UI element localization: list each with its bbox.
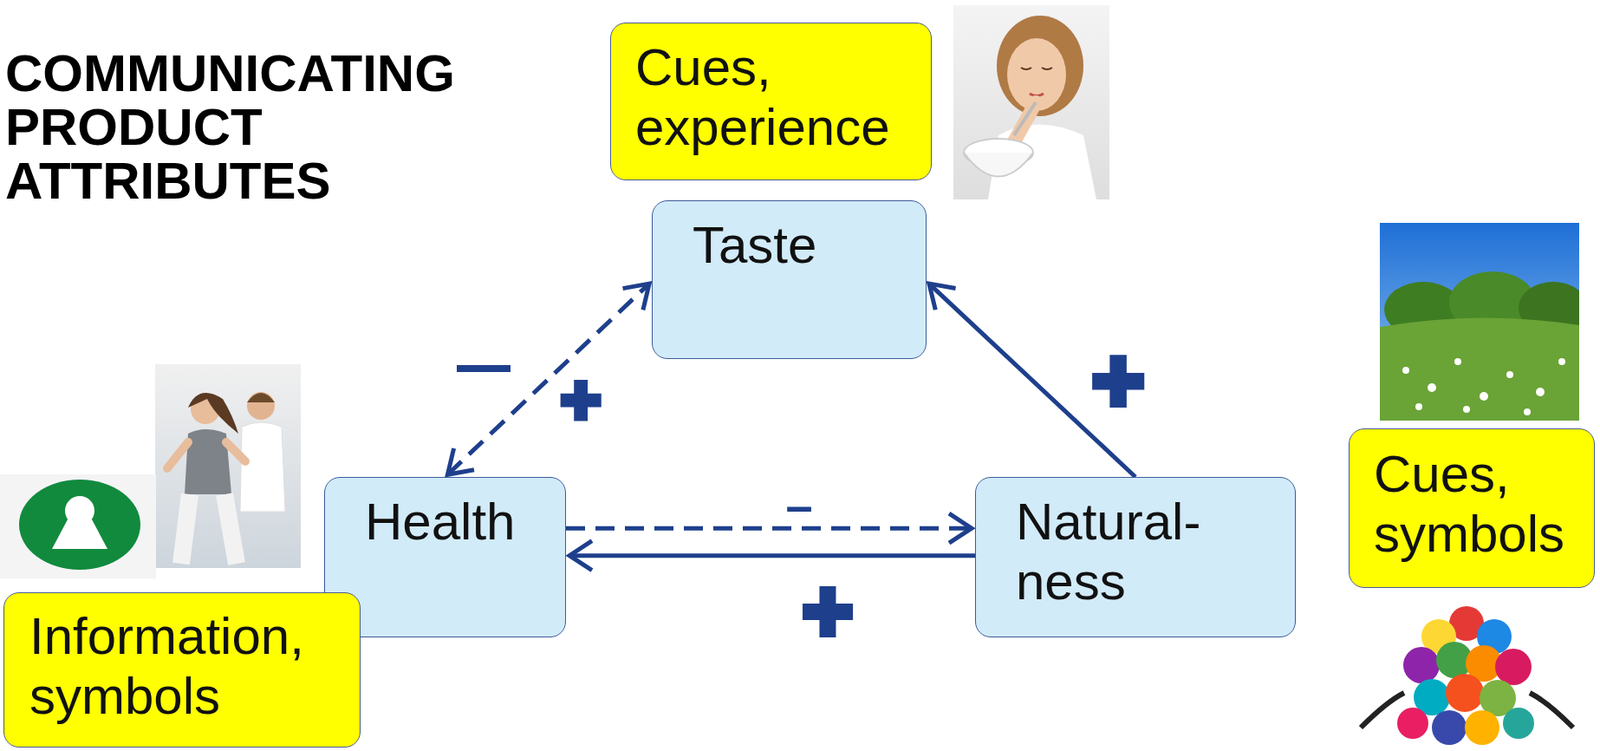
woman-legs — [181, 494, 237, 564]
connector-line — [569, 552, 976, 558]
arrowhead — [929, 283, 957, 310]
bulb — [1431, 709, 1467, 745]
photo-ground — [953, 5, 1110, 200]
woman-arm — [167, 442, 246, 469]
bulb — [1445, 673, 1484, 712]
flower — [1506, 370, 1514, 378]
callout-box: Cues, symbols — [1348, 428, 1595, 588]
man-body — [240, 422, 286, 512]
edge-label: – — [785, 481, 813, 530]
arrowhead — [569, 540, 592, 571]
bulb — [1397, 707, 1429, 739]
organic-logo — [0, 474, 157, 579]
eye — [1021, 67, 1053, 70]
dashed-arrow — [565, 513, 972, 543]
man-head — [247, 391, 275, 420]
man-hair — [247, 392, 275, 403]
node-text: Cues, experience — [635, 37, 919, 157]
bulb — [1495, 648, 1532, 685]
eating-photo — [953, 5, 1110, 200]
flower — [1463, 405, 1470, 413]
flower — [1454, 357, 1462, 365]
dashed-arrow — [447, 283, 650, 475]
node-text: Cues, symbols — [1373, 443, 1582, 564]
flower — [1427, 383, 1437, 392]
flower — [1415, 403, 1423, 410]
photo-ground — [155, 364, 301, 568]
flower — [1479, 391, 1489, 401]
connector-line — [565, 526, 972, 531]
bulb — [1464, 709, 1500, 745]
grass — [1379, 317, 1580, 421]
logo-ground — [0, 474, 157, 579]
node-text: Health — [364, 491, 553, 552]
flower — [1535, 387, 1545, 397]
callout-box: Information, symbols — [3, 591, 361, 748]
callout-box: Cues, experience — [610, 22, 932, 181]
minus-sign: — — [457, 338, 510, 391]
arrowhead — [949, 513, 972, 543]
bulb — [1502, 707, 1535, 739]
lightbulbs-picture — [1352, 597, 1582, 751]
flower — [1558, 357, 1566, 365]
spoon — [1014, 102, 1036, 136]
plus-sign: + — [560, 364, 602, 435]
runners-photo — [155, 364, 301, 568]
sky — [1379, 222, 1580, 421]
flower — [1402, 366, 1410, 374]
bowl-side — [963, 152, 1034, 177]
plus-sign: + — [1092, 334, 1145, 425]
connector-line — [447, 283, 650, 475]
attribute-box: Natural- ness — [975, 476, 1296, 638]
woman-hair — [188, 392, 239, 434]
logo-body — [52, 519, 108, 549]
node-text: Information, symbols — [29, 605, 348, 726]
node-text: Taste — [692, 214, 914, 275]
node-text: Natural- ness — [1015, 491, 1283, 612]
arrowhead — [447, 448, 475, 475]
flowers — [1402, 357, 1566, 416]
solid-arrow — [569, 540, 976, 571]
diagram-title: COMMUNICATING PRODUCT ATTRIBUTES — [5, 46, 526, 209]
flower — [1523, 408, 1531, 416]
meadow-photo — [1379, 222, 1580, 421]
logo-disc — [19, 479, 141, 570]
attribute-box: Taste — [651, 200, 927, 359]
plus-sign: + — [802, 566, 853, 654]
arrowhead — [623, 283, 651, 310]
bulb — [1403, 646, 1440, 683]
